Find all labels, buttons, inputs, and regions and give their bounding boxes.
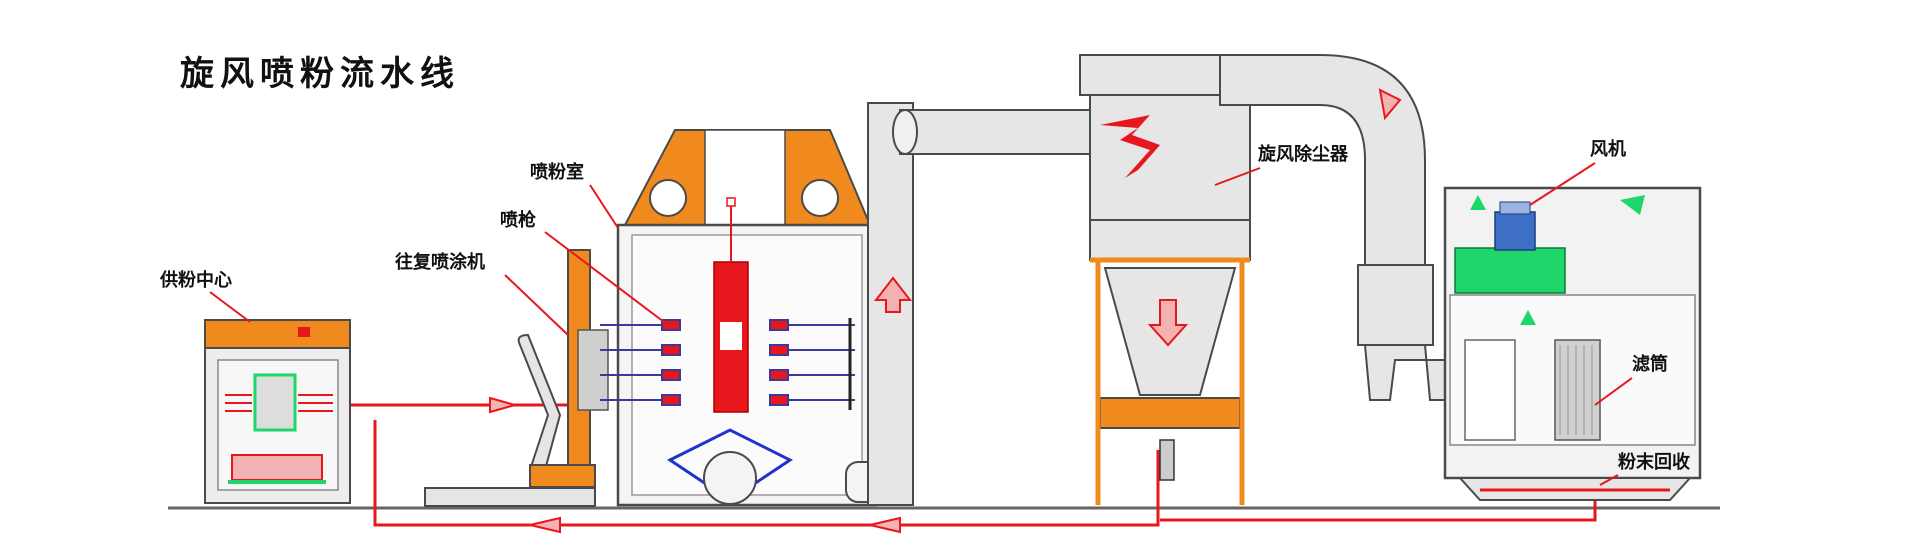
- diagram-title: 旋风喷粉流水线: [180, 54, 460, 94]
- label-reciprocator: 往复喷涂机: [395, 251, 485, 273]
- leader-line: [589, 184, 619, 229]
- label-cyclone-separator: 旋风除尘器: [1257, 143, 1349, 165]
- cyclone-separator: [1079, 54, 1251, 505]
- spray-booth: [600, 129, 887, 507]
- leader-line: [209, 291, 251, 323]
- reciprocator: [424, 249, 609, 507]
- label-powder-supply-center: 供粉中心: [159, 269, 232, 291]
- label-fan: 风机: [1590, 139, 1626, 160]
- flow-arrow-icon: [489, 396, 519, 414]
- flow-arrow-icon: [873, 276, 913, 313]
- leader-line: [544, 231, 665, 323]
- transfer-duct: [1219, 54, 1446, 401]
- powder-supply-center: [204, 319, 351, 504]
- fan-motor-icon: [1494, 201, 1536, 251]
- airflow-arrow-icon: [1470, 195, 1645, 325]
- label-spray-booth: 喷粉室: [530, 161, 584, 183]
- flow-arrow-icon: [869, 516, 901, 534]
- label-filter-cartridge: 滤筒: [1632, 353, 1668, 375]
- exhaust-duct: [867, 102, 1091, 506]
- leader-line: [1529, 162, 1596, 206]
- flow-arrow-icon: [1378, 88, 1402, 121]
- label-powder-recovery: 粉末回收: [1618, 451, 1690, 473]
- flow-arrow-icon: [529, 516, 561, 534]
- leader-line: [1594, 377, 1633, 406]
- filter-recovery-unit: [1443, 186, 1702, 501]
- leader-line: [1599, 474, 1619, 486]
- leader-line: [504, 274, 569, 336]
- label-spray-gun: 喷枪: [500, 209, 536, 231]
- leader-line: [1214, 167, 1261, 186]
